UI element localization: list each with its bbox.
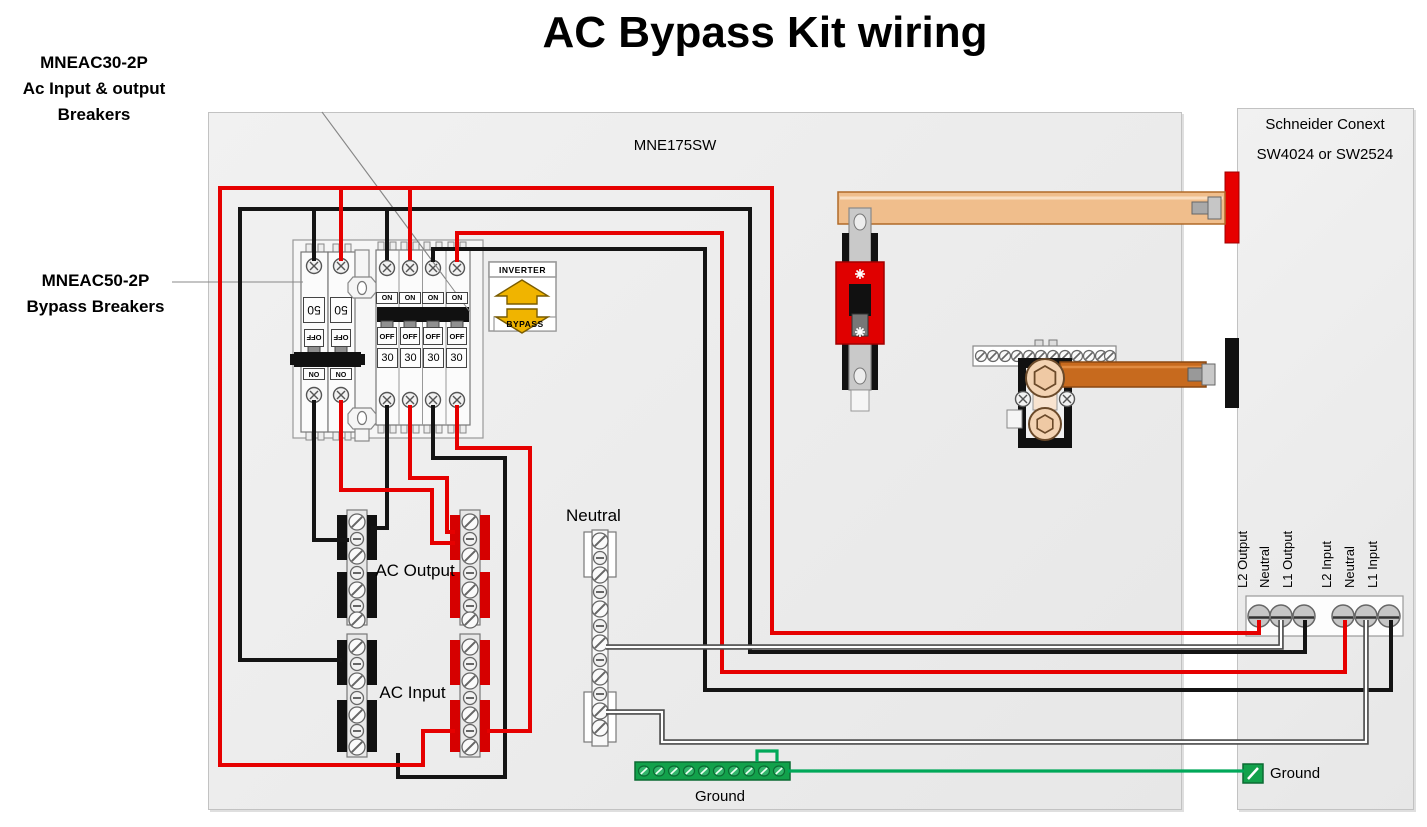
breaker-off-label: OFF xyxy=(423,327,443,345)
mounting-brackets xyxy=(347,249,377,442)
breaker-off-label: OFF xyxy=(377,327,397,345)
ac-output-red-block xyxy=(450,509,490,629)
page-title: AC Bypass Kit wiring xyxy=(542,8,988,57)
callout-bypass-breakers-line2: Bypass Breakers xyxy=(26,297,165,316)
breaker-on-label: ON xyxy=(303,368,325,380)
wires-black-l1 xyxy=(238,207,1393,779)
ground-bar-label: Ground xyxy=(694,788,746,805)
breaker-on-label: ON xyxy=(330,368,352,380)
inverter-bypass-sign xyxy=(488,261,557,334)
mne175sw-panel xyxy=(208,112,1182,810)
breaker-off-label: OFF xyxy=(400,327,420,345)
wires-neutral-white xyxy=(606,620,1369,745)
ac-input-label: AC Input xyxy=(379,683,446,702)
breaker-30a-label: 30 xyxy=(400,348,421,368)
sign-inverter-label: INVERTER xyxy=(499,264,546,275)
breaker-30a-label: 30 xyxy=(423,348,444,368)
arrow-up-icon xyxy=(493,279,551,305)
breaker-off-label: OFF xyxy=(447,327,467,345)
inverter-terminal-strip xyxy=(1245,595,1404,637)
inverter-black-lug-block xyxy=(1225,338,1239,408)
breaker-30a-label: 30 xyxy=(377,348,398,368)
arrow-down-icon xyxy=(493,308,551,334)
terminal-label-l2-output: L2 Output xyxy=(1235,530,1250,588)
terminal-label-l1-output: L1 Output xyxy=(1280,530,1295,588)
terminal-label-l2-input: L2 Input xyxy=(1319,541,1334,588)
terminal-label-l1-input: L1 Input xyxy=(1365,541,1380,588)
bypass-switch xyxy=(835,207,885,412)
callout-leader-lines xyxy=(172,111,471,313)
inverter-ground-terminal xyxy=(1242,763,1264,784)
breaker-50a-label: 50 xyxy=(330,297,352,323)
bypass-toggle-bar xyxy=(294,352,361,367)
neutral-bar-label: Neutral xyxy=(566,506,621,525)
ac-output-label: AC Output xyxy=(375,561,455,580)
breaker-50a-label: 50 xyxy=(303,297,325,323)
breaker-off-label: OFF xyxy=(331,329,351,347)
ac-output-black-block xyxy=(337,509,377,629)
main-panel-label: MNE175SW xyxy=(633,137,717,154)
ground-bus-bar xyxy=(634,761,791,781)
sign-bypass-label: BYPASS xyxy=(506,319,544,329)
callout-ac-breakers-line1: MNEAC30-2P xyxy=(40,53,148,72)
ac-input-black-block xyxy=(337,633,377,758)
breaker-on-label: ON xyxy=(376,292,398,304)
callout-bypass-breakers: MNEAC50-2P Bypass Breakers xyxy=(8,268,183,320)
inverter-red-lug-block xyxy=(1224,171,1240,244)
ac-input-red-block xyxy=(450,633,490,758)
breaker-on-label: ON xyxy=(446,292,468,304)
callout-bypass-breakers-line1: MNEAC50-2P xyxy=(41,271,150,290)
terminal-label-neutral-in: Neutral xyxy=(1342,546,1357,588)
wire-ground-green xyxy=(755,749,1244,773)
terminal-label-neutral-out: Neutral xyxy=(1257,546,1272,588)
schneider-panel xyxy=(1237,108,1414,810)
copper-lug-assembly xyxy=(1006,358,1216,448)
callout-ac-breakers: MNEAC30-2P Ac Input & output Breakers xyxy=(8,50,180,128)
wires-red-l2 xyxy=(218,186,1347,767)
breaker-on-label: ON xyxy=(422,292,444,304)
callout-ac-breakers-line3: Breakers xyxy=(57,105,131,124)
breaker-30a-label: 30 xyxy=(446,348,467,368)
ac-toggle-bar xyxy=(377,307,469,322)
copper-bus-bar-top xyxy=(837,191,1226,225)
breaker-off-label: OFF xyxy=(304,329,324,347)
callout-ac-breakers-line2: Ac Input & output xyxy=(22,79,166,98)
neutral-bus-bar xyxy=(583,529,617,747)
breaker-on-label: ON xyxy=(399,292,421,304)
schneider-panel-title-line2: SW4024 or SW2524 xyxy=(1256,146,1394,163)
schneider-panel-title-line1: Schneider Conext xyxy=(1265,116,1385,133)
inverter-ground-label: Ground xyxy=(1270,765,1321,782)
